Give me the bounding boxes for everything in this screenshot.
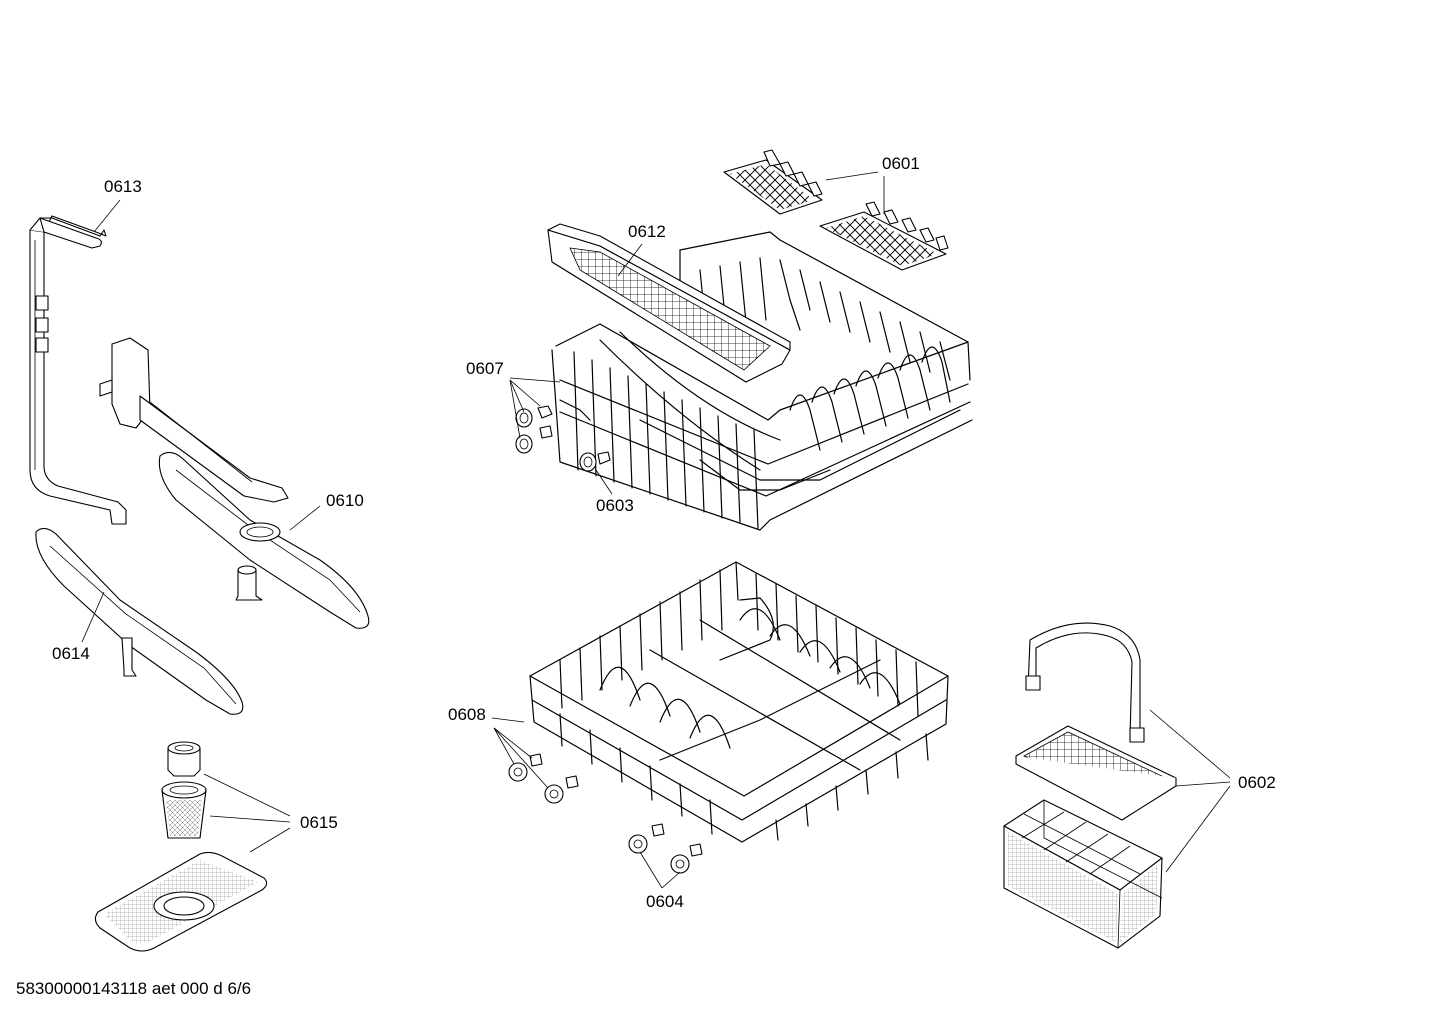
- callout-0602: 0602: [1238, 773, 1276, 792]
- upper-basket-part: [551, 231, 973, 531]
- lower-spray-arm-part: [35, 527, 244, 715]
- spray-arm-holder-part: [99, 337, 289, 503]
- lower-basket-wheels-part: [508, 753, 703, 874]
- callout-0615: 0615: [300, 813, 338, 832]
- document-code: 58300000143118 aet 000 d 6/6: [16, 979, 252, 998]
- callout-labels: 0613 0601 0612 0607 0603 0610 0614 0608 …: [52, 154, 1276, 911]
- cutlery-basket-handle-part: [1025, 622, 1145, 743]
- cutlery-basket-grid-part: [1015, 725, 1177, 821]
- flip-rack-right-part: [819, 201, 949, 271]
- callout-0614: 0614: [52, 644, 90, 663]
- callout-0613: 0613: [104, 177, 142, 196]
- callout-0608: 0608: [448, 705, 486, 724]
- leader-lines: [81, 171, 1231, 889]
- filter-assembly-part: [94, 741, 268, 952]
- flip-rack-left-part: [723, 149, 823, 215]
- callout-0612: 0612: [628, 222, 666, 241]
- upper-basket-wheels-part: [515, 405, 611, 472]
- middle-spray-arm-part: [158, 451, 370, 629]
- lower-basket-part: [529, 561, 949, 843]
- callout-0607: 0607: [466, 359, 504, 378]
- callout-0610: 0610: [326, 491, 364, 510]
- cutlery-basket-part: [1003, 799, 1163, 949]
- supply-pipe-part: [29, 215, 127, 525]
- callout-0603: 0603: [596, 496, 634, 515]
- callout-0604: 0604: [646, 892, 684, 911]
- callout-0601: 0601: [882, 154, 920, 173]
- cutlery-tray-part: [547, 223, 791, 383]
- upper-basket-tines: [573, 351, 759, 529]
